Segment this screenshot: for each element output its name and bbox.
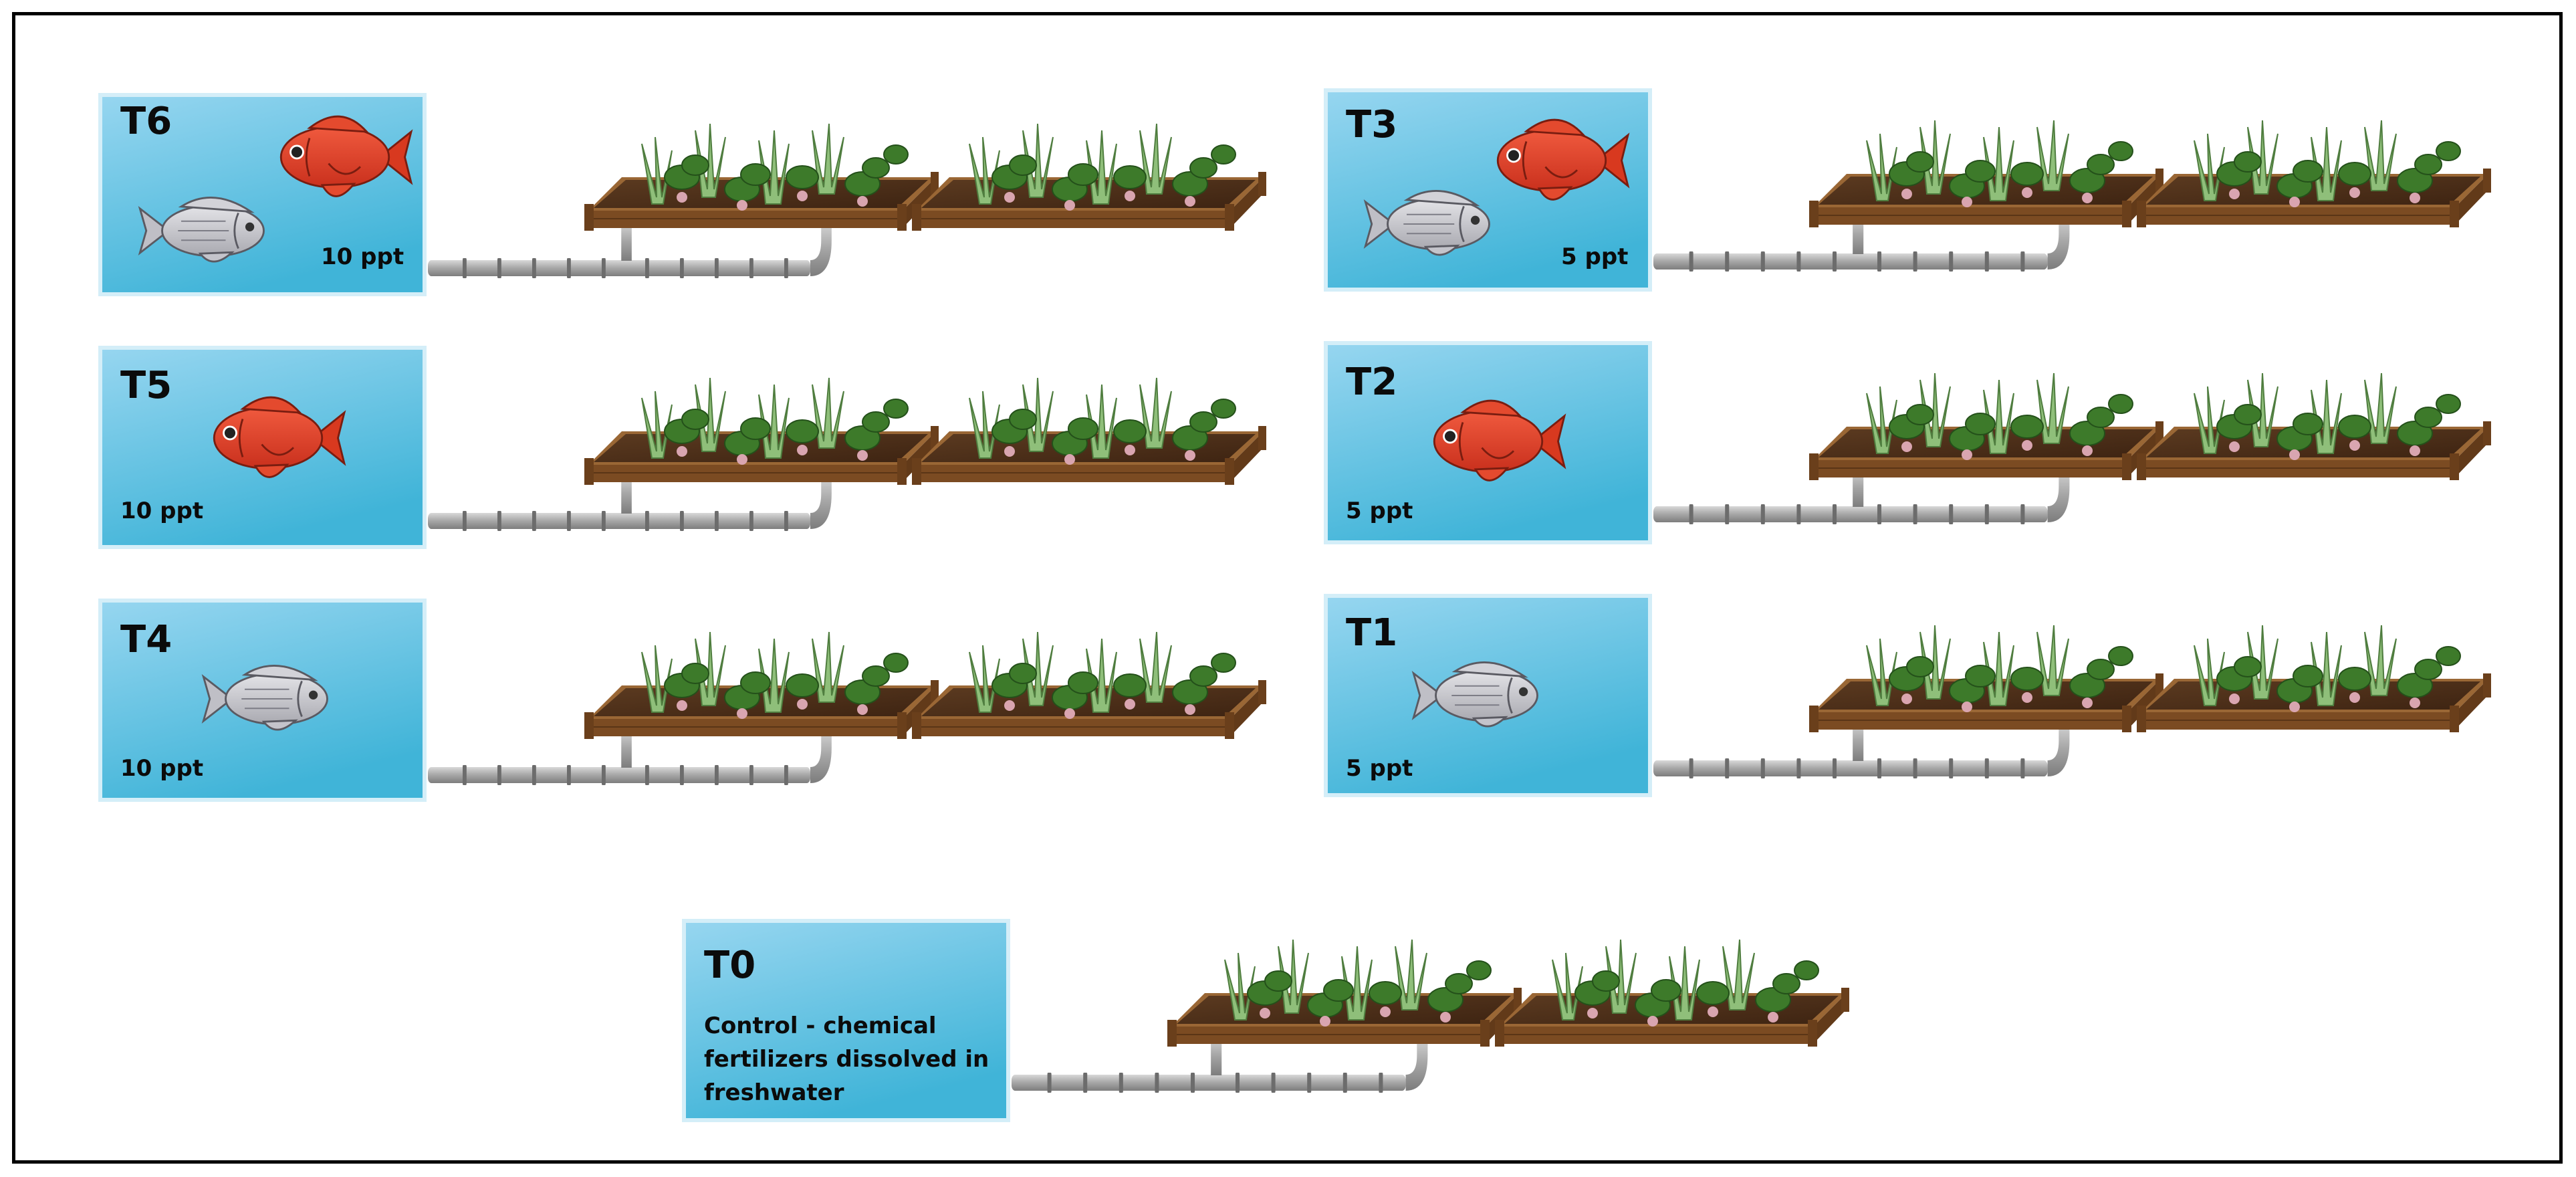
tank-label-t2: T2 [1346,360,1397,404]
garden-bed-t6-b [911,123,1267,231]
tank-label-t4: T4 [120,618,172,661]
treatment-t3: T3 5 ppt [1324,88,2492,292]
pipe-t6 [428,221,832,278]
treatment-t5: T5 10 ppt [98,346,1267,549]
garden-bed-t2-a [1808,372,2164,481]
garden-bed-t4-b [911,631,1267,740]
treatment-t4: T4 10 ppt [98,599,1267,802]
tank-label-t3: T3 [1346,103,1397,146]
garden-bed-t3-a [1808,120,2164,228]
garden-bed-t1-b [2136,625,2492,733]
garden-bed-t6-a [584,123,939,231]
tank-label-t6: T6 [120,100,172,143]
treatment-t2: T2 5 ppt [1324,341,2492,544]
garden-bed-t5-a [584,377,939,486]
salinity-label-t6: 10 ppt [321,243,404,270]
control-note-line-2: fertilizers dissolved in [704,1046,989,1073]
tank-t0 [682,919,1010,1122]
garden-bed-t5-b [911,377,1267,486]
tank-t3 [1324,88,1652,292]
garden-bed-t1-a [1808,625,2164,733]
garden-bed-t2-b [2136,372,2492,481]
treatment-t1: T1 5 ppt [1324,594,2492,797]
salinity-label-t2: 5 ppt [1346,498,1413,524]
tank-label-t1: T1 [1346,611,1397,655]
garden-bed-t0-b [1494,939,1850,1047]
salinity-label-t5: 10 ppt [120,498,203,524]
treatment-t0: T0 Control - chemical fertilizers dissol… [682,919,1850,1122]
control-note-line-3: freshwater [704,1079,844,1106]
salinity-label-t3: 5 ppt [1561,243,1628,270]
garden-bed-t4-a [584,631,939,740]
tank-label-t0: T0 [704,944,755,987]
garden-bed-t0-a [1167,939,1522,1047]
diagram-frame [12,12,2563,1164]
control-note-line-1: Control - chemical [704,1012,937,1039]
tank-label-t5: T5 [120,364,172,407]
garden-bed-t3-b [2136,120,2492,228]
treatment-t6: T6 10 ppt [98,93,1267,296]
tank-t6 [98,93,427,296]
salinity-label-t4: 10 ppt [120,755,203,782]
salinity-label-t1: 5 ppt [1346,755,1413,782]
